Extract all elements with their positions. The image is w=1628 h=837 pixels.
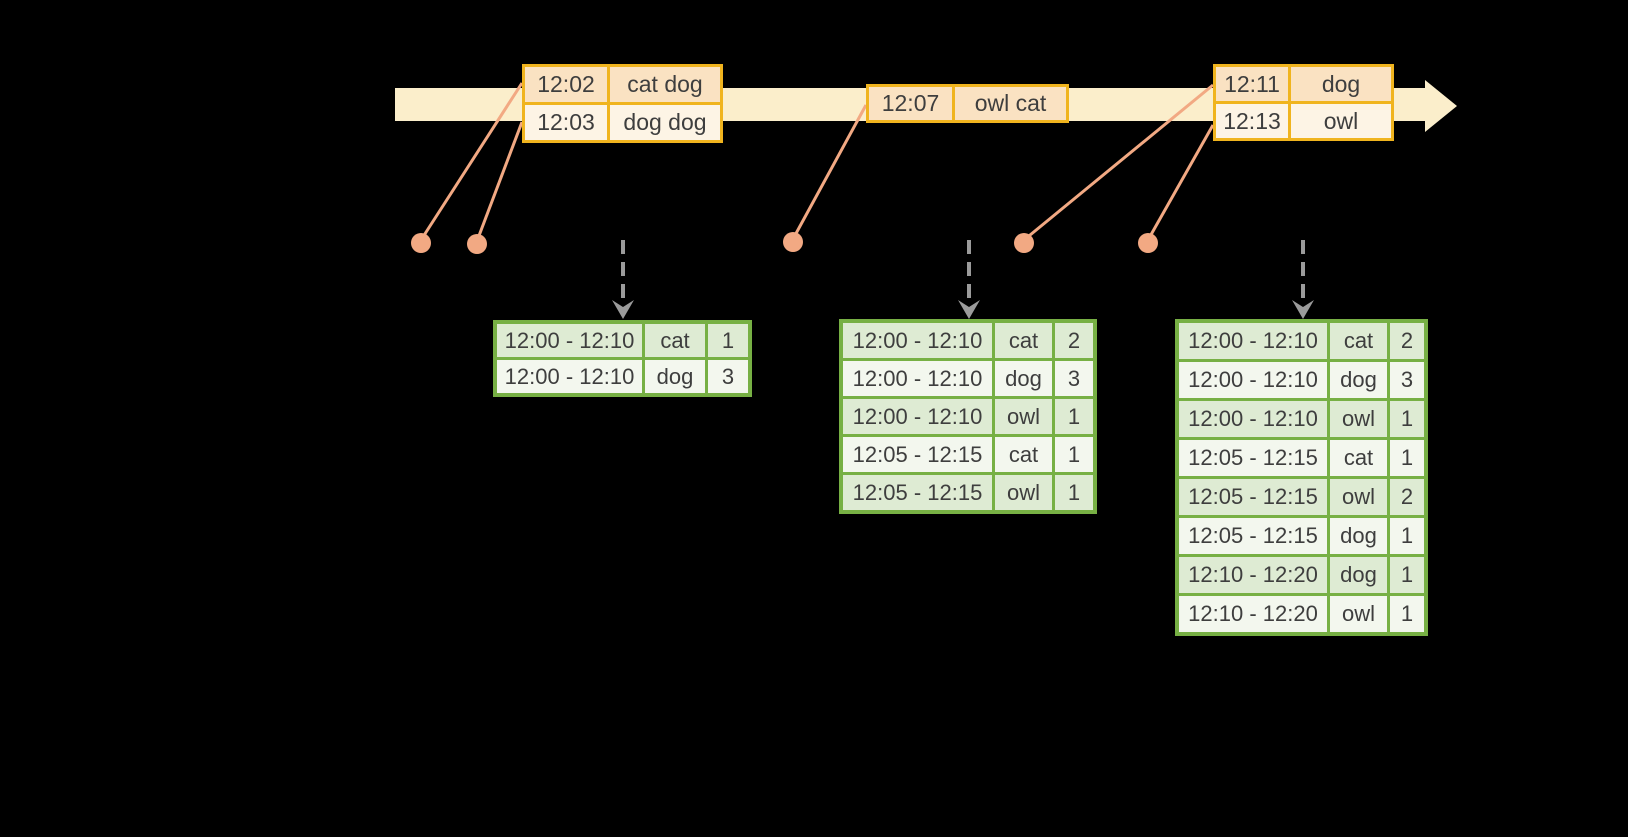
word-cell: dog [1330, 557, 1387, 593]
event-connector-line [475, 121, 524, 242]
event-connector-line [1146, 124, 1215, 241]
timeline-arrowhead-icon [1425, 80, 1457, 132]
event-words-cell: dog dog [610, 105, 720, 140]
trigger-arrowhead-icon [958, 300, 980, 319]
event-words-cell: owl cat [955, 87, 1066, 120]
word-cell: dog [1330, 362, 1387, 398]
count-cell: 1 [1390, 557, 1424, 593]
word-cell: cat [645, 324, 705, 357]
count-cell: 1 [1055, 437, 1093, 472]
word-cell: cat [995, 323, 1052, 358]
count-cell: 1 [1055, 475, 1093, 510]
window-cell: 12:00 - 12:10 [497, 324, 642, 357]
window-cell: 12:05 - 12:15 [1179, 440, 1327, 476]
word-cell: cat [995, 437, 1052, 472]
event-time-cell: 12:02 [525, 67, 607, 102]
event-connector-line [419, 82, 524, 241]
count-cell: 1 [1055, 399, 1093, 434]
window-cell: 12:10 - 12:20 [1179, 596, 1327, 632]
window-cell: 12:00 - 12:10 [843, 323, 992, 358]
word-cell: owl [1330, 401, 1387, 437]
count-cell: 3 [1055, 361, 1093, 396]
count-cell: 1 [1390, 518, 1424, 554]
window-cell: 12:05 - 12:15 [1179, 479, 1327, 515]
count-cell: 2 [1055, 323, 1093, 358]
word-cell: owl [1330, 596, 1387, 632]
event-words-cell: cat dog [610, 67, 720, 102]
count-cell: 1 [1390, 596, 1424, 632]
count-cell: 3 [708, 360, 748, 393]
count-cell: 1 [1390, 440, 1424, 476]
window-cell: 12:00 - 12:10 [1179, 362, 1327, 398]
event-time-cell: 12:13 [1216, 104, 1288, 138]
word-cell: dog [995, 361, 1052, 396]
window-cell: 12:00 - 12:10 [843, 399, 992, 434]
event-words-cell: dog [1291, 67, 1391, 101]
count-cell: 3 [1390, 362, 1424, 398]
event-connector-line [791, 104, 868, 240]
count-cell: 2 [1390, 323, 1424, 359]
event-dot [411, 233, 431, 253]
window-cell: 12:00 - 12:10 [1179, 323, 1327, 359]
window-cell: 12:00 - 12:10 [843, 361, 992, 396]
event-words-cell: owl [1291, 104, 1391, 138]
event-dot [1014, 233, 1034, 253]
window-cell: 12:05 - 12:15 [1179, 518, 1327, 554]
event-dot [1138, 233, 1158, 253]
word-cell: owl [995, 399, 1052, 434]
word-cell: cat [1330, 440, 1387, 476]
event-time-cell: 12:11 [1216, 67, 1288, 101]
trigger-arrowhead-icon [1292, 300, 1314, 319]
word-cell: dog [645, 360, 705, 393]
window-cell: 12:05 - 12:15 [843, 437, 992, 472]
event-time-cell: 12:03 [525, 105, 607, 140]
word-cell: owl [995, 475, 1052, 510]
window-cell: 12:00 - 12:10 [497, 360, 642, 393]
window-cell: 12:05 - 12:15 [843, 475, 992, 510]
word-cell: cat [1330, 323, 1387, 359]
window-cell: 12:10 - 12:20 [1179, 557, 1327, 593]
trigger-arrowhead-icon [612, 300, 634, 319]
event-dot [783, 232, 803, 252]
event-time-cell: 12:07 [869, 87, 952, 120]
word-cell: owl [1330, 479, 1387, 515]
event-dot [467, 234, 487, 254]
count-cell: 1 [1390, 401, 1424, 437]
window-cell: 12:00 - 12:10 [1179, 401, 1327, 437]
event-connector-line [1023, 83, 1214, 242]
count-cell: 2 [1390, 479, 1424, 515]
count-cell: 1 [708, 324, 748, 357]
word-cell: dog [1330, 518, 1387, 554]
